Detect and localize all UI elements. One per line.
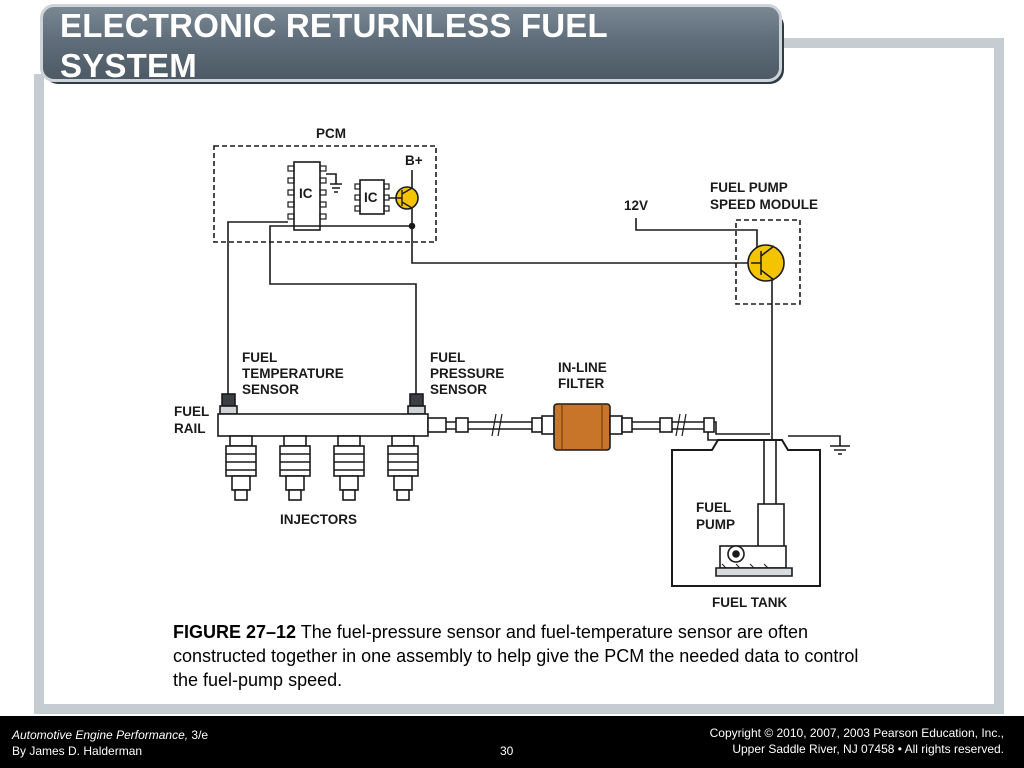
fuel-rail [217,413,429,437]
slide-frame-bottom [34,704,1004,714]
pump-module-box [735,219,801,305]
pcm-box [213,145,437,243]
label-b-plus: B+ [405,153,423,168]
label-injectors: INJECTORS [280,512,357,527]
injector-3 [333,435,365,501]
slide-frame-right [994,38,1004,714]
slide-frame-left [34,74,44,714]
slide-title-line2: SYSTEM [60,47,197,84]
label-pump-2: PUMP [696,517,735,532]
fuel-line-filter-tank [622,421,770,441]
label-pcm: PCM [316,126,346,141]
label-pressure-sensor-3: SENSOR [430,382,487,397]
label-rail-1: FUEL [174,404,209,419]
label-pump-module-1: FUEL PUMP [710,180,788,195]
diagram-canvas: PCM B+ IC IC 12V FUEL PUMP SPEED MODULE … [174,126,850,610]
fuel-pump [715,503,793,577]
footer-rights: Upper Saddle River, NJ 07458 • All right… [732,742,1004,756]
figure-caption: FIGURE 27–12 The fuel-pressure sensor an… [173,620,873,692]
wire-pressure-sensor [269,225,417,394]
label-fuel-tank: FUEL TANK [712,595,787,610]
label-pump-module-2: SPEED MODULE [710,197,818,212]
label-pressure-sensor-2: PRESSURE [430,366,504,381]
label-ic2: IC [364,190,378,205]
label-ic1: IC [299,186,313,201]
ic1-pins [287,165,327,220]
slide-title-line1: ELECTRONIC RETURNLESS FUEL [60,7,608,44]
footer-copyright: Copyright © 2010, 2007, 2003 Pearson Edu… [709,726,1004,740]
rail-fitting [427,417,447,433]
label-temp-sensor-2: TEMPERATURE [242,366,344,381]
footer-edition: 3/e [188,728,209,742]
page-number: 30 [500,744,514,758]
injector-2 [279,435,311,501]
footer-book-title: Automotive Engine Performance, [12,728,189,742]
label-temp-sensor-1: FUEL [242,350,277,365]
label-12v: 12V [624,198,648,213]
wire-12v [635,218,758,250]
injector-4 [387,435,419,501]
title-banner [40,4,782,82]
label-pressure-sensor-1: FUEL [430,350,465,365]
label-rail-2: RAIL [174,421,206,436]
label-filter-1: IN-LINE [558,360,607,375]
module-transistor [747,244,785,282]
wire-pcm-module [411,226,751,264]
label-filter-2: FILTER [558,376,604,391]
wire-temp-sensor [227,221,288,394]
ic2-pins [354,183,390,212]
footer-book: Automotive Engine Performance, 3/e [12,728,208,742]
slide-title: ELECTRONIC RETURNLESS FUEL SYSTEM [60,6,780,86]
injector-1 [225,435,257,501]
temp-sensor-body [221,393,236,407]
figure-caption-text: The fuel-pressure sensor and fuel-temper… [173,622,859,690]
label-temp-sensor-3: SENSOR [242,382,299,397]
fuel-pump-tube [763,440,777,504]
slide-frame-top [778,38,1004,48]
label-pump-1: FUEL [696,500,731,515]
figure-number: FIGURE 27–12 [173,622,297,642]
footer-author: By James D. Halderman [12,744,143,758]
pressure-sensor-body [409,393,424,407]
fuel-system-diagram: PCM B+ IC IC 12V FUEL PUMP SPEED MODULE … [160,118,860,618]
ic1-chip [293,161,321,231]
pcm-ground [326,173,342,193]
tank-ground [788,435,850,455]
slide-footer: Automotive Engine Performance, 3/e By Ja… [0,716,1024,768]
